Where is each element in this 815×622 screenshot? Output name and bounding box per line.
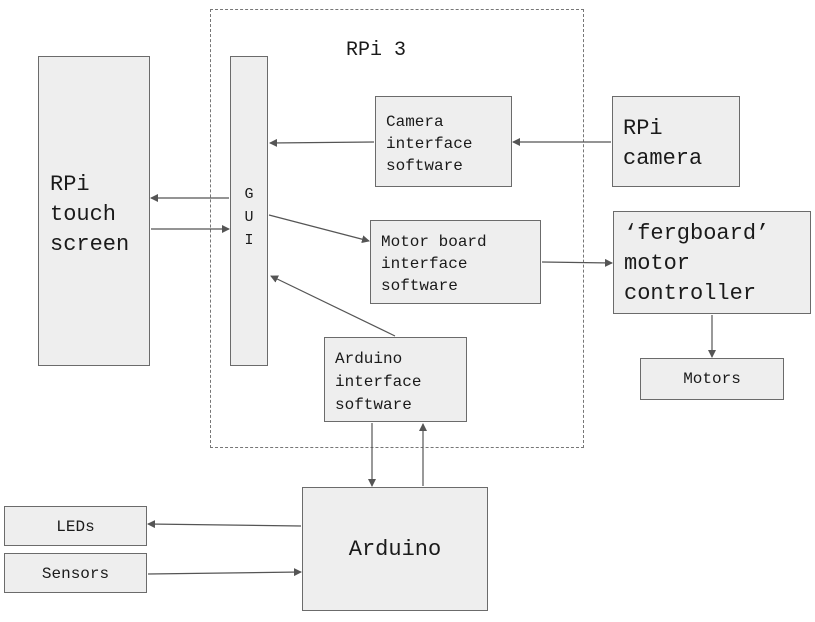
touch-screen-block: RPi touch screen [38,56,150,366]
leds-block: LEDs [4,506,147,546]
rpi3-label: RPi 3 [346,39,407,62]
gui-block: G U I [230,56,268,366]
arrow-motor-sw-to-fergboard [541,258,613,267]
fergboard-block: ‘fergboard’ motor controller [613,211,811,314]
camera-interface-label: Camera interface software [386,113,473,175]
leds-label: LEDs [56,518,95,536]
motor-board-interface-block: Motor board interface software [370,220,541,304]
motor-board-interface-label: Motor board interface software [381,233,487,295]
arduino-interface-label: Arduino interface software [335,350,422,414]
arrow-camera-sw-to-gui [269,138,375,147]
rpi-camera-label: RPi camera [623,116,703,171]
arrow-arduino-to-leds [147,520,302,529]
arrow-arduino-sw-to-gui [270,275,396,337]
arduino-block: Arduino [302,487,488,611]
arrow-gui-to-motor-sw [268,214,370,244]
arduino-label: Arduino [348,537,442,562]
arrow-sensors-to-arduino [147,568,302,577]
sensors-block: Sensors [4,553,147,593]
sensors-label: Sensors [41,565,110,583]
fergboard-label: ‘fergboard’ motor controller [624,221,770,306]
touch-screen-label: RPi touch screen [50,172,130,257]
rpi-camera-block: RPi camera [612,96,740,187]
gui-label: G U I [244,186,254,249]
camera-interface-block: Camera interface software [375,96,512,187]
arduino-interface-block: Arduino interface software [324,337,467,422]
motors-label: Motors [683,370,741,388]
motors-block: Motors [640,358,784,400]
